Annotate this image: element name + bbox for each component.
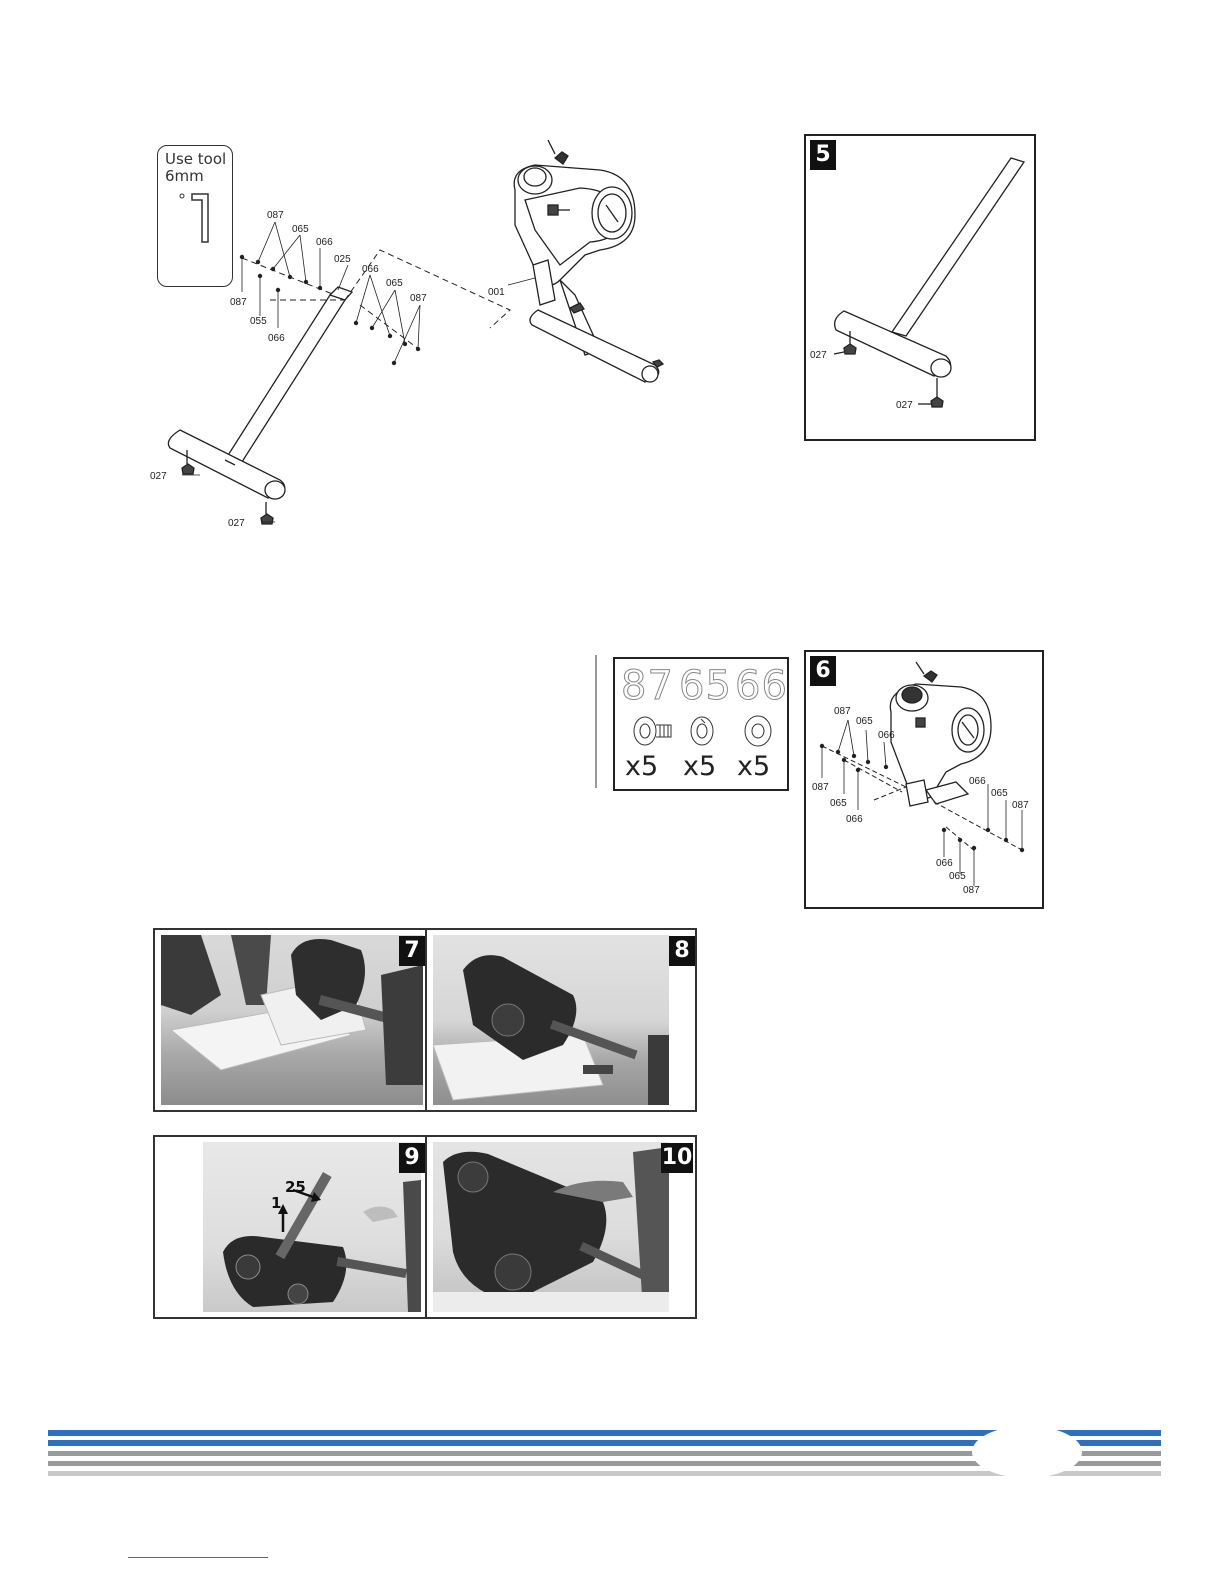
photos-row-1: 7 8 <box>153 928 697 1112</box>
step6-label-066-d: 066 <box>936 858 953 869</box>
step6-panel: 6 <box>804 650 1044 909</box>
label-065-b: 065 <box>386 278 403 289</box>
step6-label-065-b: 065 <box>830 798 847 809</box>
parts-hardware-icons <box>615 711 787 751</box>
step6-label-066-a: 066 <box>878 730 895 741</box>
step5-diagram: 027 027 <box>806 136 1034 439</box>
photo-step9-callout-1: 1 <box>271 1194 281 1212</box>
part-code-87: 87 <box>621 663 674 709</box>
label-001: 001 <box>488 287 505 298</box>
step6-label-065-d: 065 <box>949 871 966 882</box>
photo-step8 <box>433 935 669 1105</box>
photo-step9: 25 1 <box>203 1142 421 1312</box>
label-065-a: 065 <box>292 224 309 235</box>
step5-label-027-b: 027 <box>896 400 913 411</box>
part-code-66: 66 <box>735 663 788 709</box>
step6-label-066-c: 066 <box>969 776 986 787</box>
step6-label-065-a: 065 <box>856 716 873 727</box>
step6-label-065-c: 065 <box>991 788 1008 799</box>
part-qty-66: x5 <box>737 751 770 782</box>
photo-step8-scene <box>433 935 669 1105</box>
photo-step10-number: 10 <box>661 1143 693 1173</box>
label-066-a: 066 <box>316 237 333 248</box>
main-exploded-diagram: 087 065 066 025 087 055 066 066 065 087 … <box>130 130 710 540</box>
label-025: 025 <box>334 254 351 265</box>
photo-step10 <box>433 1142 669 1312</box>
photo-step7-scene <box>161 935 423 1105</box>
footer-link-underline <box>128 1557 268 1558</box>
photos-row-2: 25 1 9 10 <box>153 1135 697 1319</box>
step6-label-087-c: 087 <box>1012 800 1029 811</box>
step6-label-087-b: 087 <box>812 782 829 793</box>
photo-step7-number: 7 <box>399 936 425 966</box>
photo-step9-callout-25: 25 <box>285 1178 306 1196</box>
label-066-c: 066 <box>362 264 379 275</box>
step6-diagram: 087 065 066 087 065 066 066 065 087 066 … <box>806 652 1042 907</box>
label-027-b: 027 <box>228 518 245 529</box>
part-code-65: 65 <box>679 663 732 709</box>
label-087-b: 087 <box>230 297 247 308</box>
part-qty-87: x5 <box>625 751 658 782</box>
photo-step9-number: 9 <box>399 1143 425 1173</box>
label-055: 055 <box>250 316 267 327</box>
label-027-a: 027 <box>150 471 167 482</box>
step6-label-087-d: 087 <box>963 885 980 896</box>
photo-step8-number: 8 <box>669 936 695 966</box>
parts-item-65: 65 <box>679 663 732 709</box>
label-087-c: 087 <box>410 293 427 304</box>
page-number-oval <box>972 1426 1082 1478</box>
photo-step10-scene <box>433 1142 669 1312</box>
label-066-b: 066 <box>268 333 285 344</box>
parts-box: 87 65 66 x5 x5 x5 <box>613 657 789 791</box>
parts-item-66: 66 <box>735 663 788 709</box>
part-qty-65: x5 <box>683 751 716 782</box>
label-087-a: 087 <box>267 210 284 221</box>
step6-label-066-b: 066 <box>846 814 863 825</box>
photo-step7 <box>161 935 423 1105</box>
step6-label-087-a: 087 <box>834 706 851 717</box>
parts-divider <box>595 655 597 788</box>
footer-stripes <box>0 1420 1225 1490</box>
step5-label-027-a: 027 <box>810 350 827 361</box>
photo-step9-scene <box>203 1142 421 1312</box>
step5-panel: 5 027 027 <box>804 134 1036 441</box>
